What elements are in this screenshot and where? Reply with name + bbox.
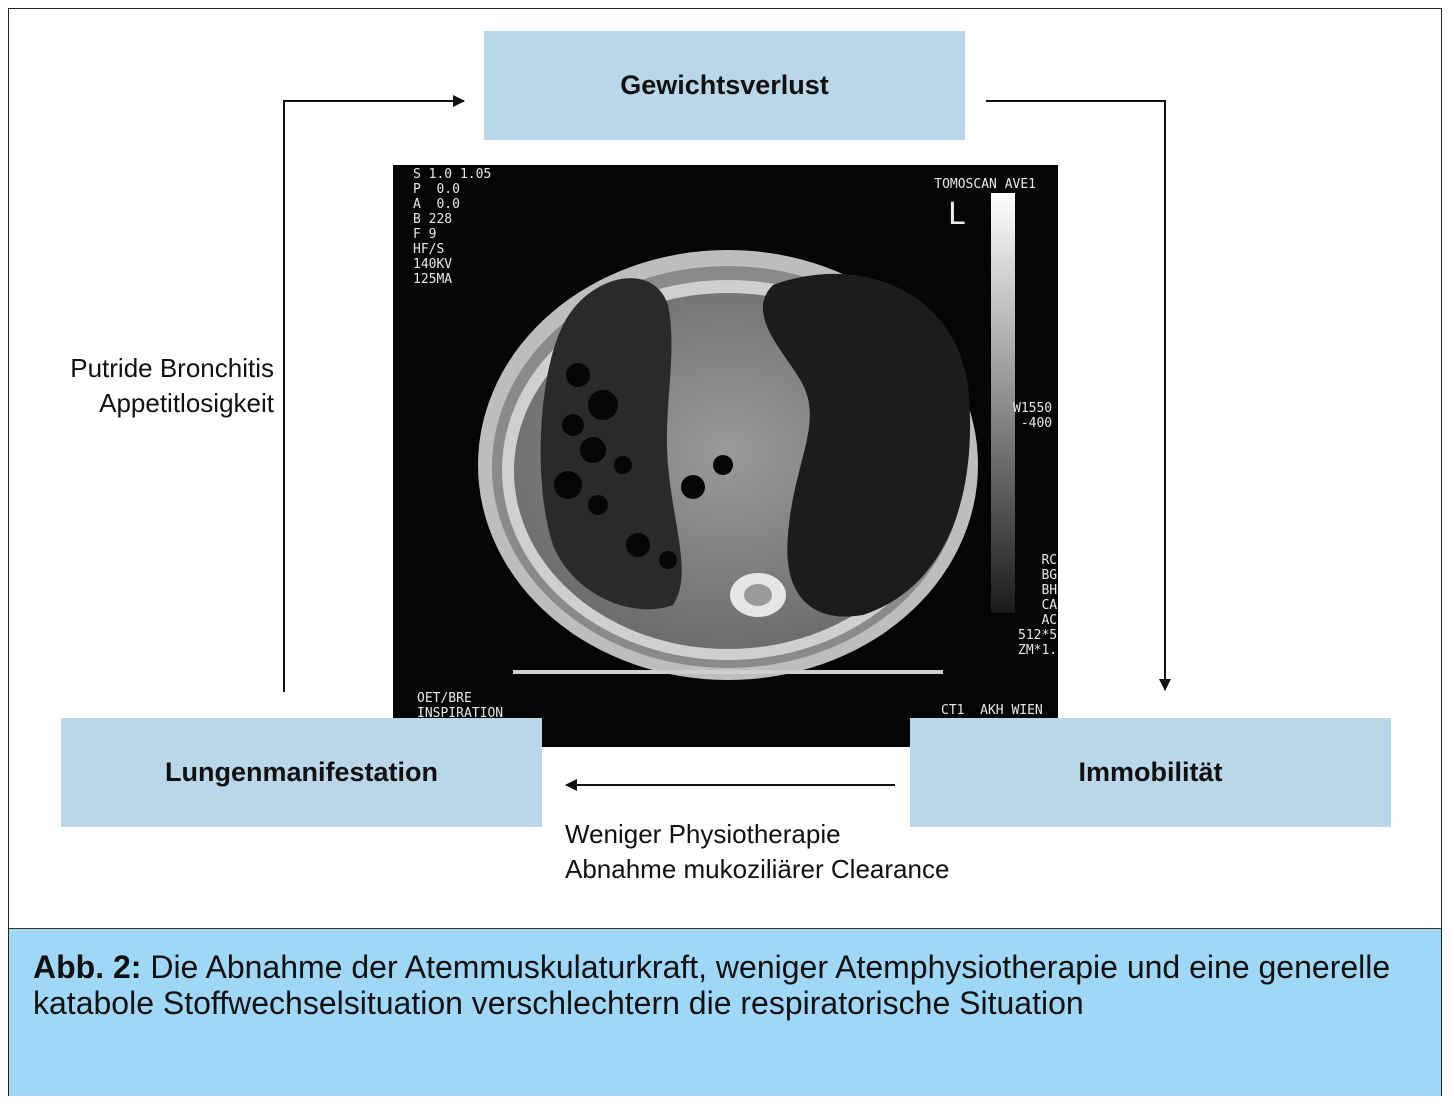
ct-overlay-bottom-left: OET/BRE INSPIRATION bbox=[417, 691, 504, 721]
annotation-left: Putride Bronchitis Appetitlosigkeit bbox=[70, 351, 274, 421]
caption-panel: Abb. 2: Die Abnahme der Atemmuskulaturkr… bbox=[9, 928, 1441, 1096]
annotation-left-line1: Putride Bronchitis bbox=[70, 353, 274, 383]
arrow-left-to-top bbox=[283, 95, 465, 692]
caption-label: Abb. 2: bbox=[33, 949, 142, 985]
caption-text: Die Abnahme der Atemmuskulaturkraft, wen… bbox=[33, 949, 1391, 1021]
ct-overlay-top-right: TOMOSCAN AVE1 bbox=[934, 177, 1036, 192]
ct-overlay-right: RC:0 BG:1 BH:0 CA:1 AC:2 512*512 ZM*1.84 bbox=[1018, 553, 1058, 658]
ct-window-settings: W1550 -400 bbox=[1013, 401, 1053, 431]
annotation-bottom: Weniger Physiotherapie Abnahme mukoziliä… bbox=[565, 817, 949, 887]
node-lung-manifestation: Lungenmanifestation bbox=[61, 718, 542, 827]
annotation-bottom-line1: Weniger Physiotherapie bbox=[565, 819, 841, 849]
node-weight-loss: Gewichtsverlust bbox=[484, 31, 965, 140]
ct-scan-image: S 1.0 1.05 P 0.0 A 0.0 B 228 F 9 HF/S 14… bbox=[393, 165, 1058, 747]
annotation-left-line2: Appetitlosigkeit bbox=[99, 388, 274, 418]
figure-caption: Abb. 2: Die Abnahme der Atemmuskulaturkr… bbox=[33, 949, 1423, 1021]
annotation-bottom-line2: Abnahme mukoziliärer Clearance bbox=[565, 854, 950, 884]
ct-overlay-bottom-right: CT1 AKH WIEN bbox=[941, 703, 1043, 718]
arrow-top-to-right bbox=[986, 100, 1171, 691]
ct-overlay-top-left: S 1.0 1.05 P 0.0 A 0.0 B 228 F 9 HF/S 14… bbox=[413, 167, 492, 287]
ct-scan-drawing bbox=[478, 193, 1015, 680]
node-immobility: Immobilität bbox=[910, 718, 1391, 827]
